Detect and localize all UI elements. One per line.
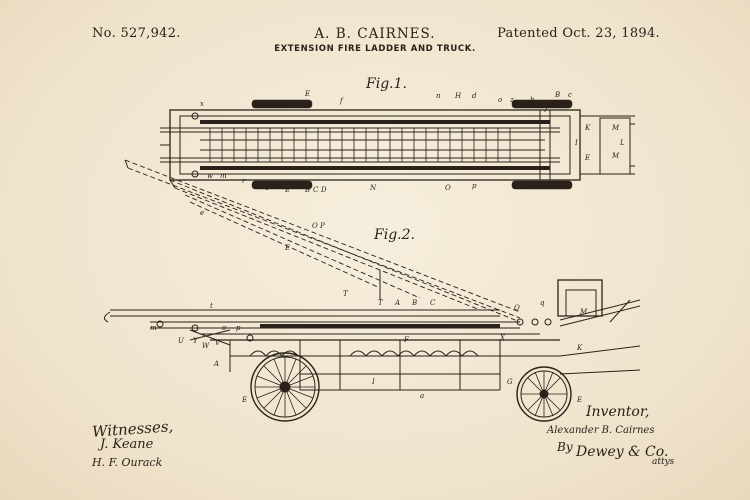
fig1-letter: N xyxy=(369,184,377,192)
fig2-letter: Y xyxy=(193,337,199,345)
fig2-letter: U xyxy=(178,337,185,345)
fig2-letter: I xyxy=(371,378,375,386)
figure-2-label: Fig.2. xyxy=(374,227,415,243)
fig2-letter: t xyxy=(210,302,213,310)
fig2-letter: p xyxy=(236,324,241,332)
fig2-letter: M xyxy=(579,308,588,316)
fig2-letter: K xyxy=(576,344,583,352)
inventor-label: Inventor, xyxy=(586,404,650,420)
fig1-letter: d xyxy=(472,92,477,100)
fig1-letter: p xyxy=(472,182,477,190)
fig1-letter: h xyxy=(530,96,535,104)
fig1-letter: r xyxy=(242,177,246,185)
fig1-letter: L xyxy=(619,139,625,147)
patent-title: EXTENSION FIRE LADDER AND TRUCK. xyxy=(274,44,476,54)
fig1-letter: O xyxy=(445,184,451,192)
fig1-letter: x xyxy=(200,100,204,108)
fig2-letter: m xyxy=(150,324,157,332)
patent-number: No. 527,942. xyxy=(92,26,181,41)
fig2-letter: E xyxy=(576,396,582,404)
patent-date: Patented Oct. 23, 1894. xyxy=(497,26,660,41)
attorneys-abbr: attys xyxy=(652,457,675,467)
fig2-letter: F xyxy=(403,336,410,344)
fig2-letter: Q xyxy=(514,304,520,312)
fig2-letter: E xyxy=(241,396,247,404)
fig1-letter: J xyxy=(543,104,549,112)
fig2-letter: T xyxy=(378,299,384,307)
fig1-letter: n xyxy=(436,92,441,100)
attorneys-signature: Dewey & Co. xyxy=(576,444,669,460)
fig2-letter: P xyxy=(319,222,325,230)
fig1-letter: K xyxy=(584,124,591,132)
fig1-letter: w xyxy=(207,172,213,180)
fig2-extended-ladder xyxy=(124,159,521,323)
fig2-letter: e xyxy=(200,209,204,217)
fig2-letter: E xyxy=(284,244,290,252)
fig2-side-elevation xyxy=(104,270,641,422)
fig1-letter: c xyxy=(568,91,572,99)
fig1-letter: B xyxy=(304,186,310,194)
fig1-letter: D xyxy=(320,186,327,194)
fig1-letter: M xyxy=(611,152,620,160)
fig1-letter: z xyxy=(509,96,514,104)
fig2-letter: W xyxy=(202,342,210,350)
fig2-letter: o xyxy=(222,324,226,332)
inventor-name-header: A. B. CAIRNES. xyxy=(314,26,436,42)
fig1-letter: H xyxy=(454,92,462,100)
fig1-letter: E xyxy=(584,154,590,162)
fig2-letter: T xyxy=(343,290,349,298)
witness-signature-2: H. F. Ourack xyxy=(92,456,163,469)
fig1-letter: o xyxy=(498,96,502,104)
fig2-letter: A xyxy=(394,299,400,307)
fig2-letter: a xyxy=(420,392,424,400)
fig1-letter: f xyxy=(339,97,344,105)
inventor-signature: Alexander B. Cairnes xyxy=(547,425,655,436)
fig1-letter: C xyxy=(313,186,319,194)
by-label: By xyxy=(557,440,573,454)
fig1-plan-view xyxy=(160,99,635,190)
figure-1-label: Fig.1. xyxy=(366,76,407,92)
fig1-letter: m xyxy=(220,172,227,180)
fig2-letter: V xyxy=(215,339,221,347)
fig1-letter: T xyxy=(265,184,271,192)
fig1-letter: E xyxy=(284,186,290,194)
fig2-letter: C xyxy=(430,299,436,307)
fig1-letter: M xyxy=(611,124,620,132)
fig2-letter: G xyxy=(507,378,513,386)
fig1-reference-letters: E f x n H d o z h B c J K E I M L M w m … xyxy=(200,90,625,194)
fig2-reference-letters: O P E e T t T A B C Q M q U Y W V m o p … xyxy=(150,209,588,404)
fig2-letter: X xyxy=(499,334,506,342)
fig2-letter: A xyxy=(213,360,219,368)
fig1-letter: E xyxy=(304,90,310,98)
fig2-letter: B xyxy=(411,299,417,307)
fig2-letter: O xyxy=(312,222,318,230)
fig1-letter: I xyxy=(574,139,578,147)
fig2-letter: q xyxy=(540,299,545,307)
witness-signature-1: J. Keane xyxy=(100,437,154,452)
fig1-letter: B xyxy=(554,91,560,99)
